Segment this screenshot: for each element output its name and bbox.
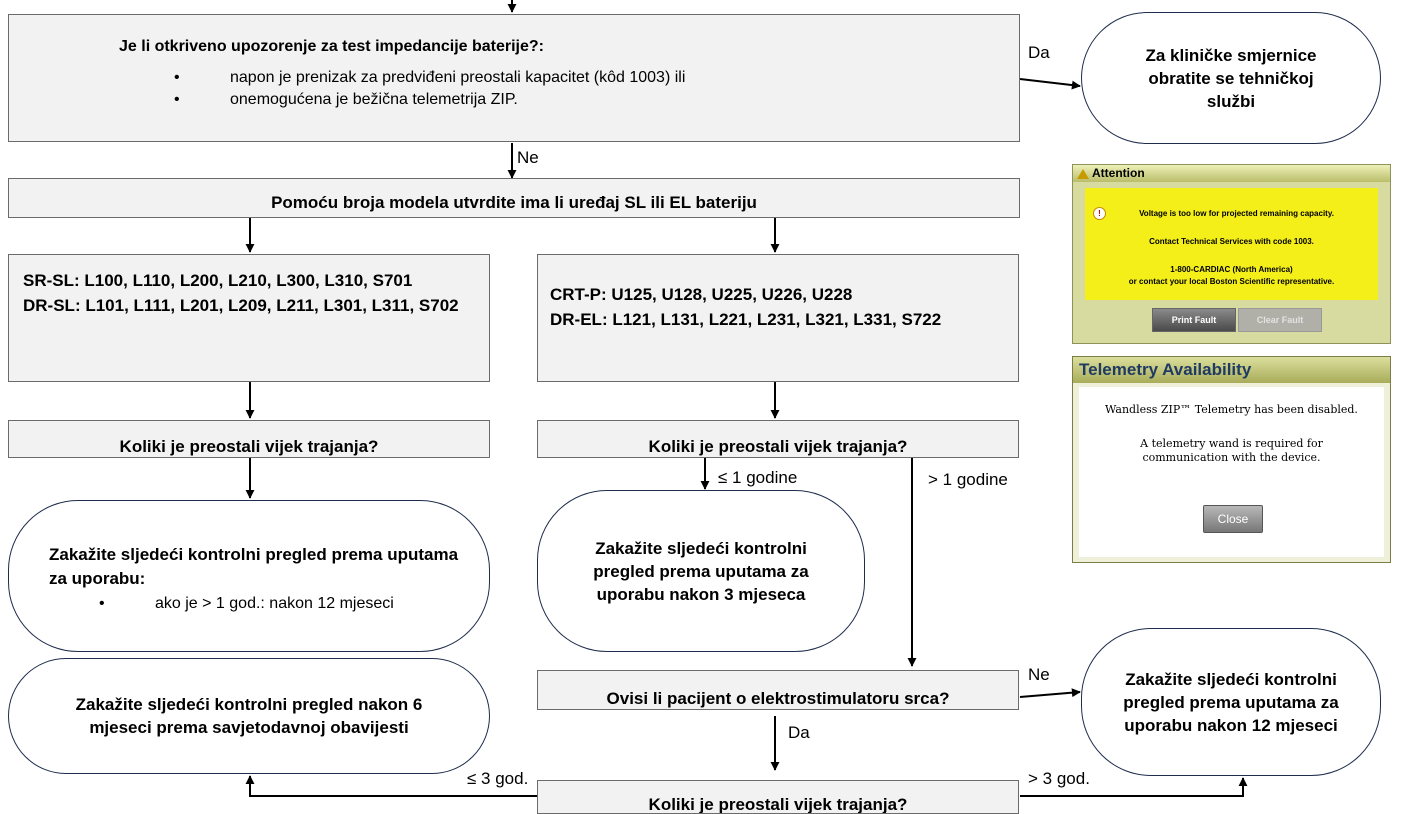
bullet-low-voltage: napon je prenizak za predviđeni preostal… bbox=[174, 67, 685, 89]
arrow-ne-12m bbox=[1019, 688, 1081, 698]
el-short-result-terminal: Zakažite sljedeći kontrolni pregled prem… bbox=[537, 490, 865, 652]
attention-line-2: Contact Technical Services with code 100… bbox=[1149, 237, 1314, 246]
alert-circle-icon: ! bbox=[1093, 207, 1106, 220]
attention-line-1: Voltage is too low for projected remaini… bbox=[1139, 209, 1334, 218]
sl-result-bullet: ako je > 1 god.: nakon 12 mjeseci bbox=[99, 593, 394, 615]
edge-label-gt3: > 3 god. bbox=[1028, 769, 1090, 788]
sl-lifetime-text: Koliki je preostali vijek trajanja? bbox=[119, 437, 379, 456]
edge-label-da: Da bbox=[1028, 43, 1050, 62]
sl-result-title: Zakažite sljedeći kontrolni pregled prem… bbox=[49, 545, 459, 588]
bullet-zip-disabled: onemogućena je bežična telemetrija ZIP. bbox=[174, 89, 685, 111]
sl-models-text: SR-SL: L100, L110, L200, L210, L300, L31… bbox=[23, 271, 459, 315]
attention-line-3: 1-800-CARDIAC (North America) bbox=[1170, 265, 1293, 274]
pacer-question-text: Ovisi li pacijent o elektrostimulatoru s… bbox=[606, 689, 950, 708]
edge-label-le1: ≤ 1 godine bbox=[718, 468, 798, 487]
edge-label-gt1: > 1 godine bbox=[928, 470, 1008, 489]
attention-line-4: or contact your local Boston Scientific … bbox=[1128, 277, 1335, 286]
el-models-box: CRT-P: U125, U128, U225, U226, U228 DR-E… bbox=[537, 254, 1019, 382]
edge-label-da2: Da bbox=[788, 723, 810, 742]
tech-service-terminal: Za kliničke smjernice obratite se tehnič… bbox=[1081, 12, 1381, 144]
sl-lifetime-question: Koliki je preostali vijek trajanja? bbox=[8, 420, 490, 458]
close-button[interactable]: Close bbox=[1203, 505, 1263, 533]
telemetry-dialog: Telemetry Availability Wandless ZIP™ Tel… bbox=[1072, 356, 1391, 563]
impedance-question-title: Je li otkriveno upozorenje za test imped… bbox=[119, 38, 544, 55]
warning-icon bbox=[1077, 168, 1089, 179]
print-fault-button[interactable]: Print Fault bbox=[1152, 308, 1236, 332]
model-check-box: Pomoću broja modela utvrdite ima li uređ… bbox=[8, 178, 1020, 218]
pacer-lifetime-text: Koliki je preostali vijek trajanja? bbox=[648, 795, 908, 814]
attention-title: Attention bbox=[1092, 166, 1145, 180]
arrow-le3 bbox=[245, 775, 540, 797]
edge-label-le3: ≤ 3 god. bbox=[467, 769, 529, 788]
clear-fault-button[interactable]: Clear Fault bbox=[1238, 308, 1322, 332]
pacer-question: Ovisi li pacijent o elektrostimulatoru s… bbox=[537, 670, 1019, 710]
attention-message: ! Voltage is too low for projected remai… bbox=[1085, 188, 1378, 300]
sl-result-terminal: Zakažite sljedeći kontrolni pregled prem… bbox=[8, 500, 490, 652]
model-check-text: Pomoću broja modela utvrdite ima li uređ… bbox=[271, 193, 757, 212]
arrow-da-tech bbox=[1019, 78, 1081, 90]
impedance-question-bullets: napon je prenizak za predviđeni preostal… bbox=[174, 67, 685, 111]
edge-label-ne2: Ne bbox=[1028, 665, 1050, 684]
attention-header: Attention bbox=[1073, 165, 1390, 182]
edge-label-ne: Ne bbox=[517, 148, 539, 167]
el-models-text: CRT-P: U125, U128, U225, U226, U228 DR-E… bbox=[550, 285, 942, 329]
result-6-months-terminal: Zakažite sljedeći kontrolni pregled nako… bbox=[8, 658, 490, 774]
telemetry-line-2: A telemetry wand is required for communi… bbox=[1140, 437, 1323, 464]
telemetry-message: Wandless ZIP™ Telemetry has been disable… bbox=[1079, 387, 1384, 557]
el-lifetime-text: Koliki je preostali vijek trajanja? bbox=[648, 437, 908, 456]
el-lifetime-question: Koliki je preostali vijek trajanja? bbox=[537, 420, 1019, 458]
telemetry-title: Telemetry Availability bbox=[1073, 357, 1390, 383]
attention-dialog: Attention ! Voltage is too low for proje… bbox=[1072, 164, 1391, 344]
result-12-months-terminal: Zakažite sljedeći kontrolni pregled prem… bbox=[1081, 628, 1381, 776]
telemetry-line-1: Wandless ZIP™ Telemetry has been disable… bbox=[1105, 403, 1358, 416]
sl-result-bullets: ako je > 1 god.: nakon 12 mjeseci bbox=[99, 593, 394, 615]
arrow-gt3 bbox=[1020, 777, 1248, 797]
impedance-warning-question: Je li otkriveno upozorenje za test imped… bbox=[8, 14, 1020, 142]
pacer-lifetime-question: Koliki je preostali vijek trajanja? bbox=[537, 780, 1019, 814]
sl-models-box: SR-SL: L100, L110, L200, L210, L300, L31… bbox=[8, 254, 490, 382]
